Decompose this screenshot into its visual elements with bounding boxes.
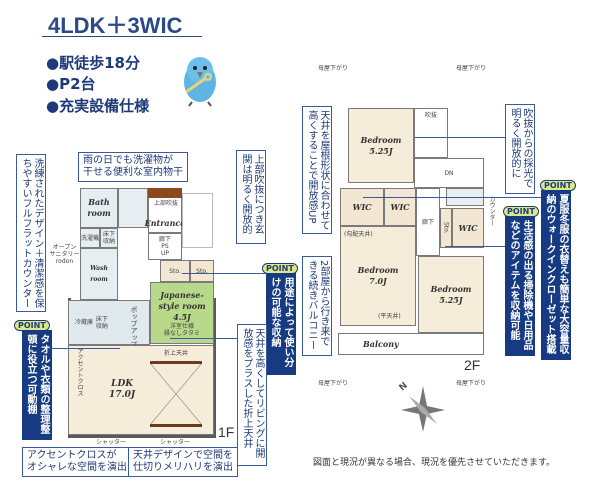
japanese-room: Japanese- style room 4.5J 洋室仕様 縁なしタタミ — [150, 282, 214, 344]
callout-balcony: 2部屋から行き来できる続きバルコニー — [302, 256, 332, 356]
title-underline — [42, 36, 202, 37]
staircase — [182, 193, 213, 248]
bedroom-north: Bedroom 5.25J — [348, 108, 414, 183]
entrance-label: Entrance — [144, 218, 186, 228]
callout-shelf: タオルや衣類の整理整頓に役立つ可動棚 — [22, 330, 52, 440]
eaves-label: 母屋下がり — [318, 380, 349, 387]
underfloor-storage: 床下 収納 — [100, 228, 118, 248]
callout-entrance: 上部吹抜につき玄関は明るく開放的 — [236, 150, 266, 244]
callout-roof-ceiling: 天井を屋根形状に合わせて高くすることで開放感UP — [302, 106, 332, 234]
disclaimer: 図面と現況が異なる場合、現況を優先させていただきます。 — [313, 458, 556, 468]
leader-line — [182, 273, 266, 274]
wic-3: WIC — [452, 208, 484, 248]
leader-line — [48, 348, 120, 349]
open-sanitary-label: オープン サニタリー rodon — [49, 244, 80, 265]
sloped-ceiling-label: (勾配天井) — [344, 231, 373, 238]
callout-wic: 夏服冬服の衣替えも簡単な大容量収納のウォークインクローゼット搭載 — [541, 190, 571, 360]
feature-equipment: 充実設備仕様 — [46, 95, 149, 116]
hall-label: 廊下 — [158, 236, 171, 243]
stair-2f: DN — [414, 158, 484, 188]
toilet — [118, 188, 148, 228]
storage-1: Sto. — [160, 260, 190, 282]
balcony: Balcony — [338, 333, 484, 355]
japanese-room-note: 洋室仕様 縁なしタタミ — [163, 322, 200, 337]
leader-line — [363, 197, 541, 198]
leader-line — [415, 137, 505, 138]
leader-line — [170, 338, 237, 339]
counter-label: カウンター — [488, 196, 495, 226]
callout-accent-cloth: アクセントクロスが オシャレな空間を演出 — [22, 447, 132, 477]
storage-2f: Sto. — [440, 208, 452, 248]
raised-ceiling-mark — [150, 361, 202, 427]
popup-ceiling-label: ポップアップ天井 — [130, 306, 138, 362]
eaves-label: 母屋下がり — [456, 380, 487, 387]
fridge-label: 冷蔵庫 — [75, 319, 94, 326]
ldk: LDK 17.0J — [68, 345, 214, 435]
floor2-plan: Bedroom 5.25J 吹抜 DN WIC WIC 廊下 カウンター Sto… — [338, 108, 495, 355]
japanese-room-label: Japanese- style room 4.5J — [158, 289, 206, 322]
ps-label: PS — [161, 243, 169, 250]
feature-text: 駅徒歩18分 — [59, 54, 140, 72]
bedroom-east: Bedroom 5.25J — [418, 256, 484, 333]
laundry: 洗濯機 — [80, 228, 100, 248]
wic-1: WIC — [340, 188, 384, 226]
accent-cloth-label: アクセントクロス — [76, 348, 83, 396]
flat-ceiling-label: (平天井) — [378, 313, 401, 320]
raised-ceiling-label: 折上天井 — [164, 350, 189, 357]
feature-text: P2台 — [59, 75, 96, 93]
feature-parking: P2台 — [46, 73, 96, 94]
callout-storage: 用途によって使い分けの可能な収納 — [266, 273, 296, 375]
hallway-2f: 廊下 — [416, 188, 440, 256]
callout-void-light: 吹抜からの採光で明るく開放的に — [505, 104, 535, 194]
callout-counter: 洗練されたデザイン＋清潔感を保ちやすいフルフラットカウンター — [16, 154, 46, 312]
callout-ceiling-design: 天井デザインで空間を 仕切りメリハリを演出 — [128, 447, 238, 477]
feature-text: 充実設備仕様 — [59, 97, 150, 115]
bath-room: Bath room — [80, 188, 118, 228]
eaves-label: 母屋下がり — [318, 65, 349, 72]
shoe-cabinet — [148, 188, 182, 198]
callout-raised-ceiling: 天井を高くしてリビングに開放感をプラスした折上天井 — [237, 324, 267, 466]
compass-icon — [401, 386, 445, 432]
callout-indoor-drying: 雨の日でも洗濯物が 干せる便利な室内物干 — [78, 152, 188, 182]
feature-station: 駅徒歩18分 — [46, 52, 140, 73]
floor-storage-label: 床下 収納 — [95, 315, 108, 330]
leader-line — [445, 246, 505, 247]
floor1-label: 1F — [218, 424, 235, 440]
shutter-label: シャッター — [160, 439, 191, 446]
up-label: UP — [160, 250, 169, 257]
wic-2: WIC — [384, 188, 416, 226]
floor2-label: 2F — [464, 357, 481, 373]
wash-room: Wash room — [80, 248, 118, 300]
layout-title: 4LDK＋3WIC — [48, 13, 183, 38]
shutter-label: シャッター — [96, 439, 127, 446]
bird-mascot-icon — [184, 57, 216, 107]
floor1-plan: Bath room Entrance 上部吹抜 洗濯機 床下 収納 Wash r… — [68, 188, 216, 446]
entrance-note: 上部吹抜 — [154, 200, 179, 207]
callout-daily-storage: 生活感の出る掃除機や日用品などのアイテムを収納可能 — [505, 216, 535, 356]
kitchen: 冷蔵庫 床下 収納 — [68, 300, 150, 345]
storage-2: Sto. — [190, 260, 214, 282]
void: 吹抜 — [414, 108, 448, 158]
eaves-label: 母屋下がり — [456, 65, 487, 72]
bedroom-west: Bedroom 7.0J — [340, 226, 416, 326]
